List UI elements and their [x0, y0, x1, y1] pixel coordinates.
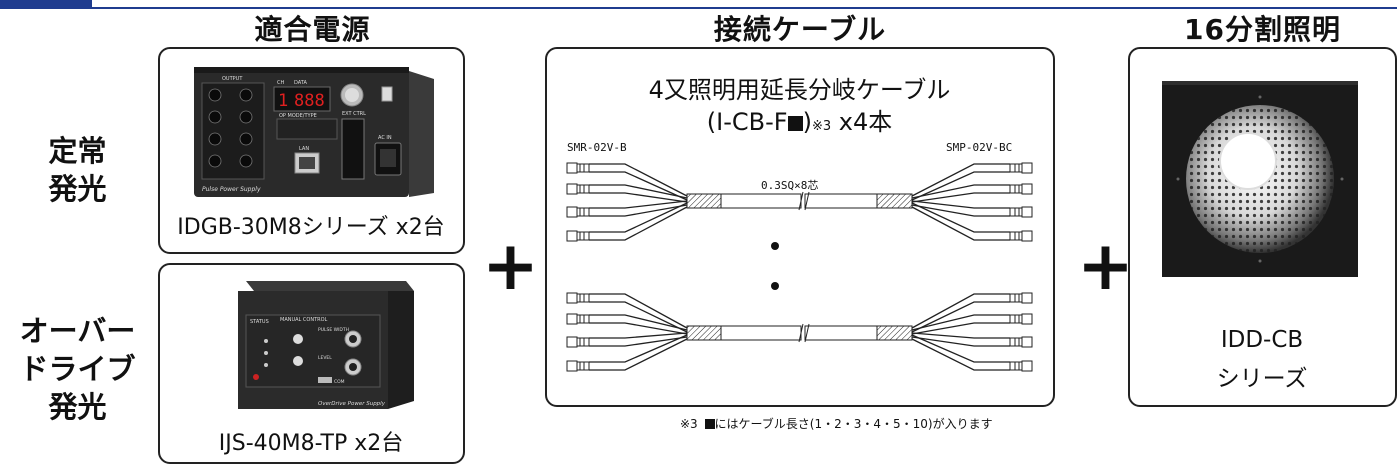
- svg-text:STATUS: STATUS: [250, 319, 269, 325]
- light-card: IDD-CB シリーズ: [1128, 47, 1397, 407]
- cable-footnote: ※3 にはケーブル長さ(1・2・3・4・5・10)が入ります: [680, 415, 993, 432]
- svg-text:Pulse Power Supply: Pulse Power Supply: [202, 186, 261, 193]
- svg-text:DATA: DATA: [294, 80, 307, 86]
- cable-diagram: [566, 162, 1033, 372]
- light-caption-line1: IDD-CB: [1220, 327, 1304, 353]
- svg-text:COM: COM: [334, 379, 345, 385]
- plus-sign-1: +: [482, 227, 539, 306]
- light-caption-line2: シリーズ: [1216, 366, 1308, 392]
- footnote-text: にはケーブル長さ(1・2・3・4・5・10)が入ります: [714, 417, 993, 431]
- cable-footnote-ref: ※3: [811, 119, 832, 134]
- cable-model: (I-CB-F: [706, 108, 788, 136]
- wire-spec-label: 0.3SQ×8芯: [761, 179, 819, 192]
- idgb-device-image: OUTPUT 1 888 CH DATA OP MODE/TYPE LAN EX…: [194, 67, 434, 197]
- cable-card: 4又照明用延長分岐ケーブル (I-CB-F)※3 x4本 SMR-02V-B S…: [545, 47, 1055, 407]
- plus-sign-2: +: [1077, 227, 1134, 306]
- svg-text:EXT CTRL: EXT CTRL: [342, 111, 366, 117]
- header-accent-bar: [0, 0, 92, 9]
- heading-16-split-light: 16分割照明: [1184, 13, 1341, 46]
- cable-length-placeholder-square: [787, 116, 803, 131]
- row-label-overdrive: オーバー ドライブ 発光: [19, 314, 136, 424]
- power-supply-ijs-card: STATUS MANUAL CONTROL PULSE WIDTH LEVEL …: [158, 263, 465, 464]
- heading-power-supply: 適合電源: [254, 13, 371, 46]
- svg-text:LAN: LAN: [299, 146, 309, 152]
- footnote-square: [704, 419, 715, 429]
- power-supply-idgb-card: OUTPUT 1 888 CH DATA OP MODE/TYPE LAN EX…: [158, 47, 465, 254]
- ring-light-image: [1162, 81, 1358, 277]
- connector-label-left: SMR-02V-B: [567, 141, 627, 154]
- idgb-caption: IDGB-30M8シリーズ x2台: [177, 215, 445, 240]
- cable-quantity: x4本: [831, 108, 893, 136]
- row-label-constant: 定常 発光: [48, 134, 107, 206]
- ijs-device-image: STATUS MANUAL CONTROL PULSE WIDTH LEVEL …: [238, 281, 414, 409]
- footnote-ref: ※3: [680, 417, 698, 431]
- cable-model-close: ): [802, 108, 812, 136]
- idgb-data-display: 888: [294, 91, 325, 111]
- idgb-ch-display: 1: [278, 91, 288, 111]
- header-rule: [92, 7, 1397, 9]
- svg-text:AC IN: AC IN: [378, 135, 392, 141]
- svg-text:OUTPUT: OUTPUT: [222, 76, 243, 82]
- cable-title-line2: (I-CB-F)※3 x4本: [547, 107, 1052, 142]
- svg-text:CH: CH: [277, 80, 284, 86]
- svg-text:LEVEL: LEVEL: [318, 355, 332, 361]
- svg-text:MANUAL CONTROL: MANUAL CONTROL: [280, 317, 328, 323]
- svg-text:PULSE WIDTH: PULSE WIDTH: [318, 327, 349, 333]
- ijs-caption: IJS-40M8-TP x2台: [218, 431, 404, 456]
- svg-text:OverDrive Power Supply: OverDrive Power Supply: [318, 401, 386, 407]
- heading-connection-cable: 接続ケーブル: [713, 13, 887, 46]
- connector-label-right: SMP-02V-BC: [946, 141, 1013, 154]
- cable-title-line1: 4又照明用延長分岐ケーブル: [648, 76, 951, 104]
- svg-text:OP MODE/TYPE: OP MODE/TYPE: [279, 113, 317, 119]
